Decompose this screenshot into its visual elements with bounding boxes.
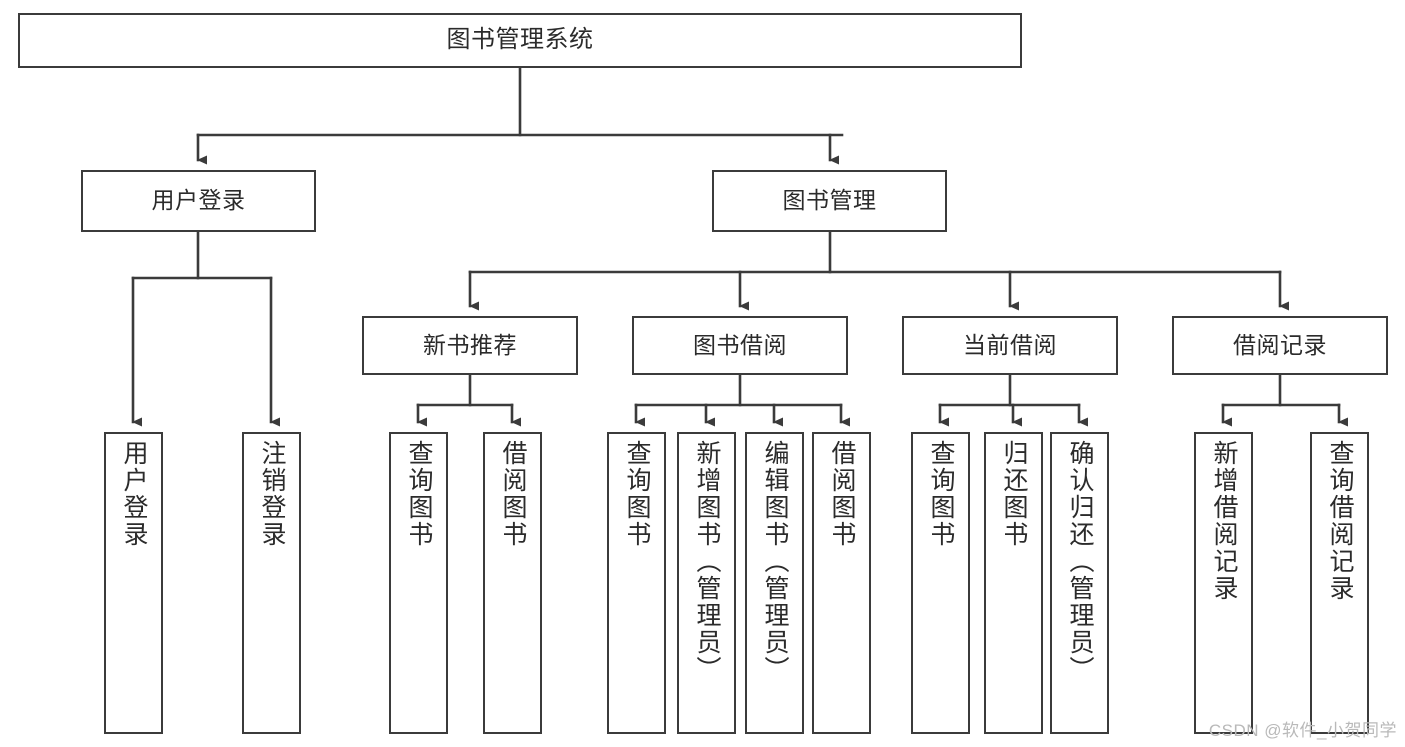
node-label: 归还图书 (1000, 440, 1028, 548)
leaf-user-login-logout[interactable]: 注销登录 (242, 432, 301, 734)
node-label: 新增借阅记录 (1210, 440, 1238, 602)
node-borrow-record[interactable]: 借阅记录 (1172, 316, 1388, 375)
node-label: 用户登录 (120, 440, 148, 548)
node-label: 确认归还（管理员） (1066, 440, 1094, 683)
node-user-login[interactable]: 用户登录 (81, 170, 316, 232)
node-label: 用户登录 (151, 187, 246, 214)
node-label: 图书借阅 (693, 331, 787, 358)
node-label: 图书管理系统 (446, 26, 594, 54)
node-label: 注销登录 (258, 440, 286, 548)
node-current-borrow[interactable]: 当前借阅 (902, 316, 1118, 375)
node-new-book-recommend[interactable]: 新书推荐 (362, 316, 578, 375)
leaf-book-borrow-borrow[interactable]: 借阅图书 (812, 432, 871, 734)
leaf-new-book-query[interactable]: 查询图书 (389, 432, 448, 734)
leaf-borrow-record-query[interactable]: 查询借阅记录 (1310, 432, 1369, 734)
node-label: 查询借阅记录 (1326, 440, 1354, 602)
node-label: 查询图书 (927, 440, 955, 548)
leaf-new-book-borrow[interactable]: 借阅图书 (483, 432, 542, 734)
leaf-book-borrow-query[interactable]: 查询图书 (607, 432, 666, 734)
node-root-system[interactable]: 图书管理系统 (18, 13, 1022, 68)
node-label: 图书管理 (782, 187, 877, 214)
leaf-book-borrow-edit[interactable]: 编辑图书（管理员） (745, 432, 804, 734)
node-label: 新书推荐 (423, 331, 517, 358)
node-label: 当前借阅 (963, 331, 1057, 358)
node-label: 新增图书（管理员） (693, 440, 721, 683)
node-label: 借阅记录 (1233, 331, 1327, 358)
leaf-current-borrow-query[interactable]: 查询图书 (911, 432, 970, 734)
node-label: 借阅图书 (499, 440, 527, 548)
leaf-book-borrow-add[interactable]: 新增图书（管理员） (677, 432, 736, 734)
leaf-borrow-record-add[interactable]: 新增借阅记录 (1194, 432, 1253, 734)
node-book-management[interactable]: 图书管理 (712, 170, 947, 232)
leaf-current-borrow-confirm-return[interactable]: 确认归还（管理员） (1050, 432, 1109, 734)
node-label: 查询图书 (405, 440, 433, 548)
node-label: 借阅图书 (828, 440, 856, 548)
leaf-current-borrow-return[interactable]: 归还图书 (984, 432, 1043, 734)
node-label: 编辑图书（管理员） (761, 440, 789, 683)
leaf-user-login-login[interactable]: 用户登录 (104, 432, 163, 734)
node-book-borrow[interactable]: 图书借阅 (632, 316, 848, 375)
node-label: 查询图书 (623, 440, 651, 548)
watermark-text: CSDN @软件_小贺同学 (1208, 721, 1397, 740)
